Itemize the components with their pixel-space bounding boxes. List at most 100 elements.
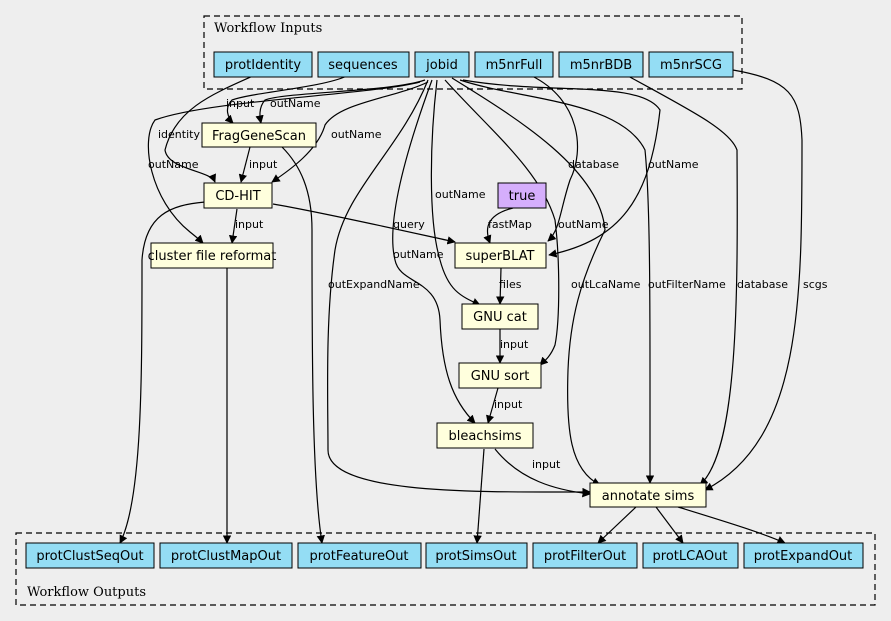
step-node-fraggenescan[interactable]: FragGeneScan: [201, 122, 317, 148]
edge-jobid-gnucat: [430, 79, 481, 306]
output-node-protfeatureout[interactable]: protFeatureOut: [297, 542, 422, 569]
node-label: m5nrFull: [486, 58, 543, 73]
edge-fraggenescan-cdhit: [238, 146, 251, 183]
edge-annotate-lcaout: [655, 506, 684, 544]
edge-label: scgs: [803, 278, 828, 291]
output-node-protclustmapout[interactable]: protClustMapOut: [159, 542, 293, 569]
edge-cdhit-reformat: [228, 208, 238, 244]
node-label: protLCAOut: [653, 549, 728, 564]
edge-jobid-annotate-expand: [326, 79, 591, 497]
step-node-gnu-cat[interactable]: GNU cat: [461, 303, 539, 330]
edge-label: outLcaName: [571, 278, 641, 291]
edge-label: input: [500, 338, 529, 351]
edge-label: outName: [648, 158, 699, 171]
edge-true-superblat: [483, 207, 514, 244]
node-label: sequences: [328, 58, 398, 73]
edge-cdhit-superblat: [272, 203, 456, 245]
edges: [119, 69, 803, 544]
node-label: FragGeneScan: [212, 129, 306, 144]
output-node-protsimsout[interactable]: protSimsOut: [425, 542, 528, 569]
edge-bleachsims-annotate: [494, 448, 591, 498]
node-label: m5nrBDB: [570, 58, 632, 73]
output-node-proklcaout[interactable]: protLCAOut: [642, 542, 739, 569]
edge-fraggenescan-featureout: [281, 146, 325, 544]
edge-bleachsims-simsout: [473, 448, 485, 544]
step-node-gnu-sort[interactable]: GNU sort: [458, 362, 542, 389]
edge-labels: input outName identity outName outName i…: [148, 97, 828, 471]
edge-label: database: [737, 278, 788, 291]
workflow-inputs-label: Workflow Inputs: [214, 21, 322, 36]
edge-label: fastMap: [488, 218, 532, 231]
step-node-superblat[interactable]: superBLAT: [454, 242, 547, 269]
output-node-protexpandout[interactable]: protExpandOut: [743, 542, 864, 569]
edge-label: outName: [393, 248, 444, 261]
edge-label: query: [393, 218, 425, 231]
constant-node-true[interactable]: true: [497, 182, 547, 209]
edge-label: outName: [435, 188, 486, 201]
node-label: protExpandOut: [754, 549, 853, 564]
workflow-outputs-cluster: [15, 532, 876, 606]
edge-label: database: [568, 158, 619, 171]
edge-label: files: [499, 278, 522, 291]
edge-label: outName: [270, 97, 321, 110]
edge-label: input: [249, 158, 278, 171]
edge-label: input: [532, 458, 561, 471]
edge-label: input: [226, 97, 255, 110]
edge-cdhit-clustseqout: [119, 201, 206, 544]
node-label: jobid: [425, 58, 458, 73]
node-label: bleachsims: [448, 429, 521, 444]
edge-m5nrfull-superblat: [531, 75, 579, 242]
node-label: m5nrSCG: [660, 58, 722, 73]
input-node-m5nrfull[interactable]: m5nrFull: [474, 51, 554, 78]
edge-label: identity: [158, 128, 200, 141]
node-label: annotate sims: [602, 489, 695, 504]
edge-m5nrbdb-annotate: [627, 75, 738, 486]
edge-superblat-gnucat: [496, 267, 505, 305]
edge-label: outName: [558, 218, 609, 231]
workflow-outputs-label: Workflow Outputs: [27, 585, 146, 600]
edge-jobid-superblat: [462, 79, 661, 258]
input-node-m5nrscg[interactable]: m5nrSCG: [648, 51, 734, 78]
input-node-m5nrbdb[interactable]: m5nrBDB: [558, 51, 644, 78]
node-label: protFilterOut: [544, 549, 626, 564]
edge-gnusort-bleachsims: [486, 387, 499, 424]
node-label: CD-HIT: [215, 189, 260, 204]
edge-jobid-annotate-lca: [451, 77, 606, 486]
edge-jobid-reformat: [147, 81, 421, 244]
step-node-cluster-file-reformat[interactable]: cluster file reformat: [148, 242, 277, 269]
node-label: superBLAT: [466, 249, 535, 264]
node-label: protClustSeqOut: [36, 549, 143, 564]
edge-annotate-expandout: [677, 506, 786, 544]
node-label: GNU cat: [473, 310, 527, 325]
input-node-sequences[interactable]: sequences: [317, 51, 410, 78]
edge-jobid-bleachsims: [392, 79, 476, 424]
edge-label: input: [494, 398, 523, 411]
output-node-protclustseqout[interactable]: protClustSeqOut: [25, 542, 155, 569]
node-label: protSimsOut: [435, 549, 516, 564]
node-label: cluster file reformat: [148, 249, 277, 264]
edge-jobid-annotate-filter: [459, 79, 655, 484]
node-label: GNU sort: [471, 369, 530, 384]
workflow-inputs-cluster: [203, 15, 743, 90]
input-node-protidentity[interactable]: protIdentity: [213, 51, 313, 78]
edge-label: outName: [148, 158, 199, 171]
input-node-jobid[interactable]: jobid: [414, 51, 470, 78]
edge-m5nrscg-annotate: [704, 69, 803, 491]
edge-label: outName: [331, 128, 382, 141]
output-nodes: protClustSeqOut protClustMapOut protFeat…: [25, 542, 864, 569]
step-node-annotate-sims[interactable]: annotate sims: [589, 482, 707, 508]
step-nodes: FragGeneScan CD-HIT cluster file reforma…: [148, 122, 707, 508]
node-label: true: [509, 189, 536, 204]
edge-protidentity-cdhit: [164, 75, 254, 183]
edge-jobid-cdhit: [271, 81, 429, 183]
edge-label: outExpandName: [328, 278, 420, 291]
node-label: protClustMapOut: [171, 549, 281, 564]
output-node-protfilterout[interactable]: protFilterOut: [532, 542, 638, 569]
node-label: protIdentity: [225, 58, 301, 73]
step-node-cdhit[interactable]: CD-HIT: [203, 182, 273, 209]
edge-sequences-fraggenescan: [224, 75, 348, 124]
node-label: protFeatureOut: [309, 549, 408, 564]
edge-annotate-filterout: [597, 506, 637, 544]
step-node-bleachsims[interactable]: bleachsims: [436, 422, 534, 449]
